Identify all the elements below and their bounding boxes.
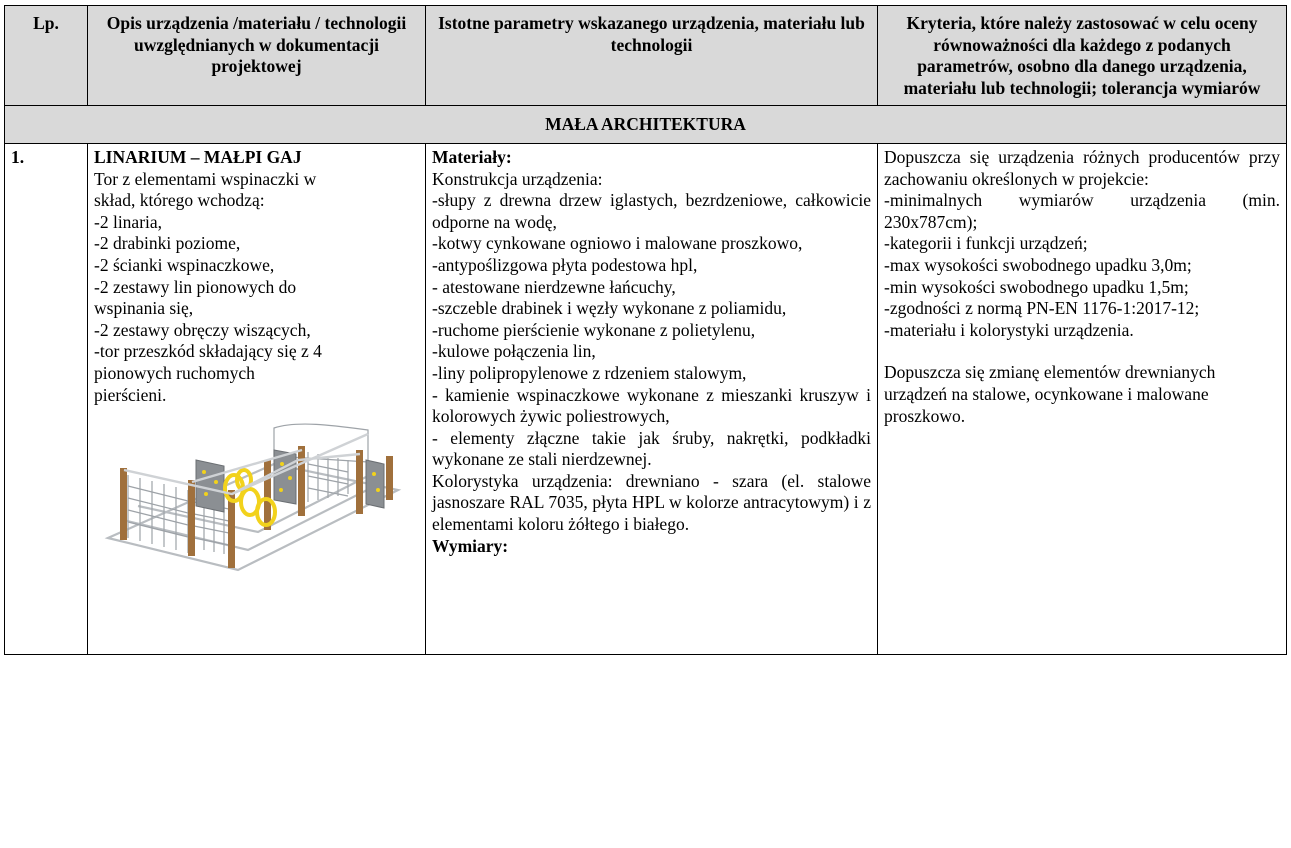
parameter-line: -kulowe połączenia lin, [432,341,596,362]
description-line: -2 zestawy lin pionowych do [94,276,297,297]
climbing-holds [202,462,380,497]
header-lp: Lp. [4,4,88,107]
parameter-line: -kotwy cynkowane ogniowo i malowane pros… [432,233,803,254]
description-line: -2 ścianki wspinaczkowe, [94,254,275,275]
description-line: -2 drabinki poziome, [94,233,241,254]
criteria-cell: Dopuszcza się urządzenia różnych produce… [877,142,1287,655]
section-row: MAŁA ARCHITEKTURA [4,105,1287,144]
description-line: pionowych ruchomych [94,362,255,383]
net-panels [127,423,369,557]
parameter-line: - kamienie wspinaczkowe wykonane z miesz… [432,384,871,427]
header-parameters: Istotne parametry wskazanego urządzenia,… [425,4,878,107]
parameter-line: -antypoślizgowa płyta podestowa hpl, [432,254,698,275]
row-number: 1. [4,142,88,655]
header-description: Opis urządzenia /materiału / technologii… [87,4,426,107]
description-line: -2 linaria, [94,211,163,232]
materials-heading: Materiały: [432,146,512,167]
color-description: Kolorystyka urządzenia: drewniano - szar… [432,470,871,535]
header-row: Lp. Opis urządzenia /materiału / technol… [4,4,1287,107]
section-title: MAŁA ARCHITEKTURA [4,105,1287,144]
parameter-line: - atestowane nierdzewne łańcuchy, [432,276,676,297]
description-cell: LINARIUM – MAŁPI GAJ Tor z elementami ws… [87,142,426,655]
parameters-cell: Materiały: Konstrukcja urządzenia: -słup… [425,142,878,655]
specification-table: Lp. Opis urządzenia /materiału / technol… [4,4,1287,655]
parameter-line: Konstrukcja urządzenia: [432,168,603,189]
device-name: LINARIUM – MAŁPI GAJ [94,146,302,167]
criteria-line: -max wysokości swobodnego upadku 3,0m; [884,254,1192,275]
parameter-line: -ruchome pierścienie wykonane z polietyl… [432,319,756,340]
table-row: 1. LINARIUM – MAŁPI GAJ Tor z elementami… [4,142,1287,655]
criteria-note: Dopuszcza się zmianę elementów drewniany… [884,362,1216,426]
criteria-line: -zgodności z normą PN-EN 1176-1:2017-12; [884,298,1200,319]
description-line: skład, którego wchodzą: [94,190,265,211]
criteria-line: -materiału i kolorystyki urządzenia. [884,319,1134,340]
parameter-line: - elementy złączne takie jak śruby, nakr… [432,427,871,470]
parameter-line: -słupy z drewna drzew iglastych, bezrdze… [432,190,871,232]
dimensions-heading: Wymiary: [432,535,509,556]
description-line: -2 zestawy obręczy wiszących, [94,319,311,340]
criteria-line: -min wysokości swobodnego upadku 1,5m; [884,276,1189,297]
description-line: pierścieni. [94,384,167,405]
parameter-line: -liny polipropylenowe z rdzeniem stalowy… [432,362,747,383]
description-line: wspinania się, [94,298,194,319]
top-beams [123,432,369,496]
criteria-line: Dopuszcza się urządzenia różnych produce… [884,146,1280,189]
criteria-line: -kategorii i funkcji urządzeń; [884,233,1088,254]
parameter-line: -szczeble drabinek i węzły wykonane z po… [432,298,787,319]
playground-climbing-frame-illustration [104,423,402,572]
header-criteria: Kryteria, które należy zastosować w celu… [877,4,1287,107]
spacer [884,341,1280,362]
wooden-posts [120,446,393,569]
description-line: -tor przeszkód składający się z 4 [94,341,322,362]
description-line: Tor z elementami wspinaczki w [94,168,317,189]
criteria-line: -minimalnych wymiarów urządzenia (min. 2… [884,190,1280,232]
